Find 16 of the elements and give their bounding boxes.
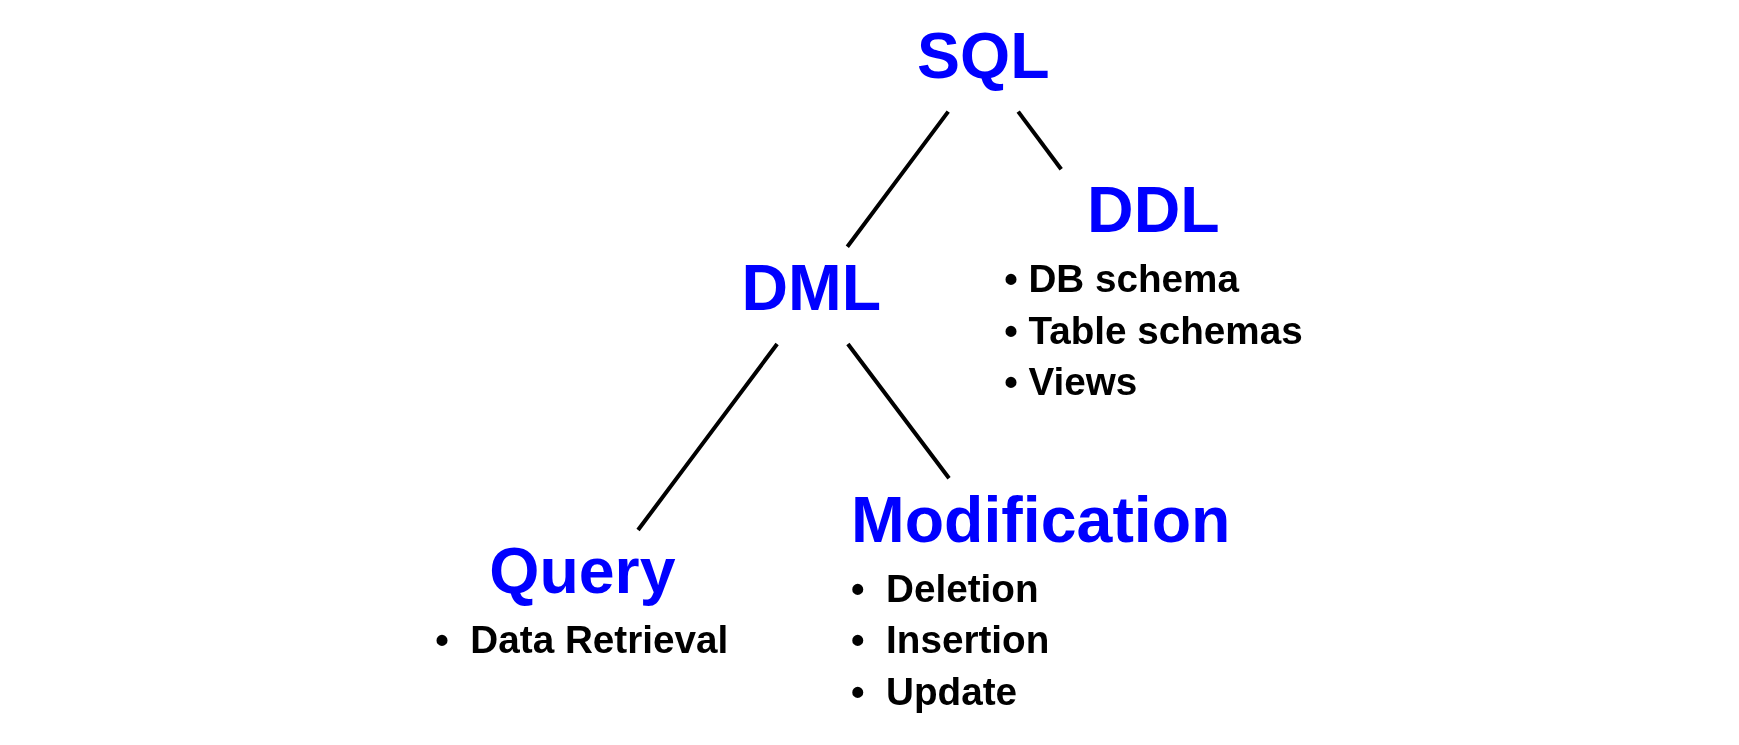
node-text: Modification [850,483,1230,556]
node-label: • Table schemas [1003,308,1303,352]
node-label: • Deletion [850,566,1039,610]
connector [1016,110,1063,171]
node-label: • Views [1003,360,1137,404]
node-text: DML [740,251,881,324]
node-label: • DB schema [1003,257,1239,301]
node-text: DDL [1086,174,1220,247]
node-text: Query [488,535,676,608]
node-label: • Insertion [850,618,1049,662]
connector [845,110,950,248]
connector [845,342,951,480]
node-text: SQL [916,19,1050,92]
connector [635,342,779,532]
node-label: • Update [850,669,1017,713]
node-label: • Data Retrieval [434,618,728,662]
